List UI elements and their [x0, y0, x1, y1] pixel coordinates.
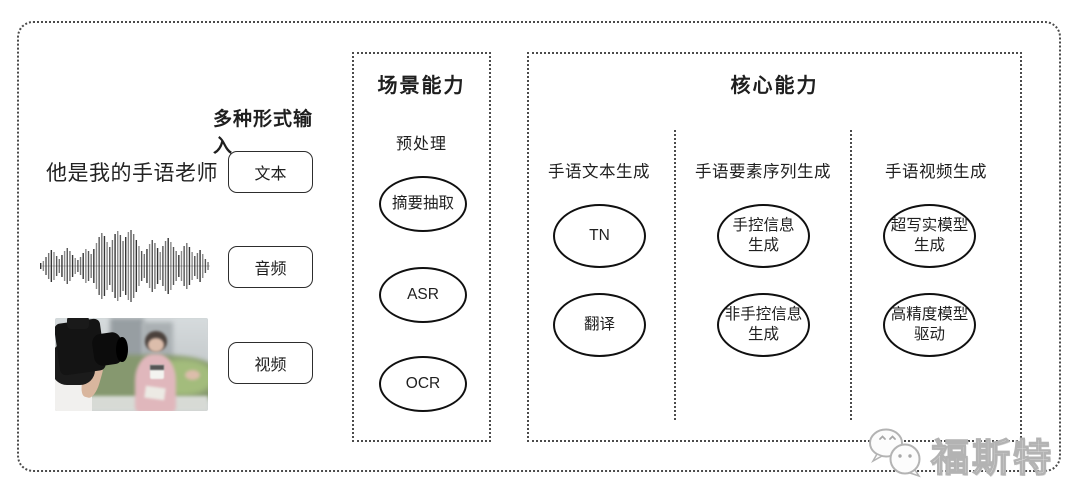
column-header-video-generation: 手语视频生成	[885, 163, 987, 181]
input-section-heading: 多种形式输入	[213, 109, 314, 157]
node-non-manual-info-generation: 非手控信息 生成	[717, 293, 810, 357]
column-divider	[850, 130, 852, 420]
column-header-text-generation: 手语文本生成	[548, 163, 650, 181]
photo-microphone-top	[149, 365, 164, 371]
input-type-text-box: 文本	[228, 151, 313, 193]
column-header-element-sequence-generation: 手语要素序列生成	[695, 163, 831, 181]
node-asr: ASR	[379, 267, 467, 323]
video-sample-photo	[55, 318, 208, 411]
photo-notes	[144, 385, 166, 401]
watermark: 福斯特	[865, 426, 1054, 483]
input-type-audio-label: 音频	[254, 261, 287, 278]
node-high-precision-model-driving: 高精度模型 驱动	[883, 293, 976, 357]
photo-camera-lens-ring	[116, 336, 128, 362]
scene-capability-box: 场景能力 预处理 摘要抽取 ASR OCR	[352, 52, 491, 442]
scene-capability-title: 场景能力	[377, 75, 466, 97]
watermark-text: 福斯特	[930, 437, 1054, 480]
photo-reporter-jacket	[134, 354, 176, 411]
node-tn: TN	[553, 204, 646, 268]
input-type-text-label: 文本	[254, 166, 287, 183]
core-capability-box: 核心能力 手语文本生成 手语要素序列生成 手语视频生成 TN 翻译 手控信息 生…	[527, 52, 1022, 442]
sample-input-text: 他是我的手语老师	[46, 162, 218, 185]
preprocessing-label: 预处理	[395, 136, 447, 153]
node-manual-info-generation: 手控信息 生成	[717, 204, 810, 268]
input-type-video-label: 视频	[254, 357, 287, 374]
outer-dotted-frame	[17, 21, 1061, 472]
input-type-video-box: 视频	[228, 342, 313, 384]
column-divider	[674, 130, 676, 420]
node-summary-extraction: 摘要抽取	[379, 176, 467, 232]
wechat-icon	[865, 426, 927, 483]
photo-reporter-hand	[185, 370, 201, 381]
photo-reporter-face	[147, 337, 165, 353]
audio-waveform-icon	[40, 230, 210, 302]
core-capability-title: 核心能力	[730, 75, 819, 97]
node-translation: 翻译	[553, 293, 646, 357]
photo-camera-top	[67, 318, 89, 330]
input-type-audio-box: 音频	[228, 246, 313, 288]
node-ocr: OCR	[379, 356, 467, 412]
node-hyperrealistic-model-generation: 超写实模型 生成	[883, 204, 976, 268]
